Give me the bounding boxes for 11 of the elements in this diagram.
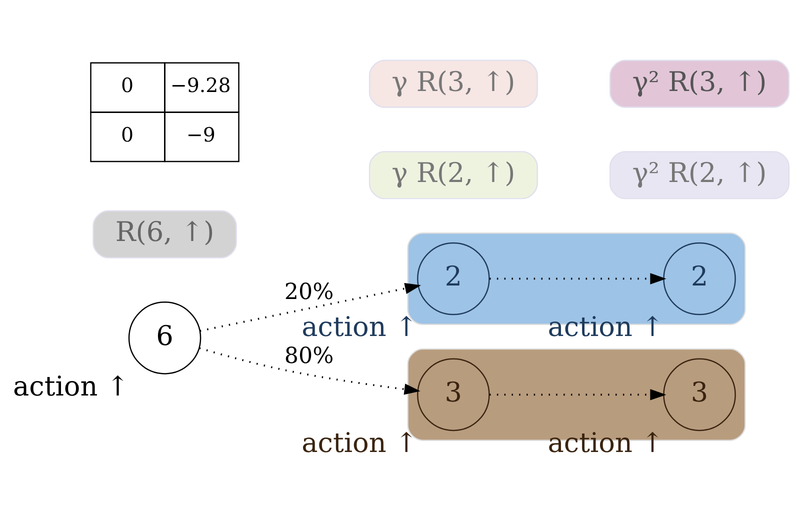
label: −9.28 xyxy=(170,74,231,98)
label: −9 xyxy=(186,124,216,147)
node-label: action ↑ xyxy=(548,312,664,344)
node-label: action ↑ xyxy=(302,312,418,344)
edge-label: 20% xyxy=(284,278,334,305)
label: 0 xyxy=(120,74,134,98)
node-label: action ↑ xyxy=(12,371,130,402)
node-label: action ↑ xyxy=(302,428,418,460)
edge-label: 80% xyxy=(284,343,334,370)
node-label: action ↑ xyxy=(548,428,664,460)
label: 0 xyxy=(120,124,134,147)
